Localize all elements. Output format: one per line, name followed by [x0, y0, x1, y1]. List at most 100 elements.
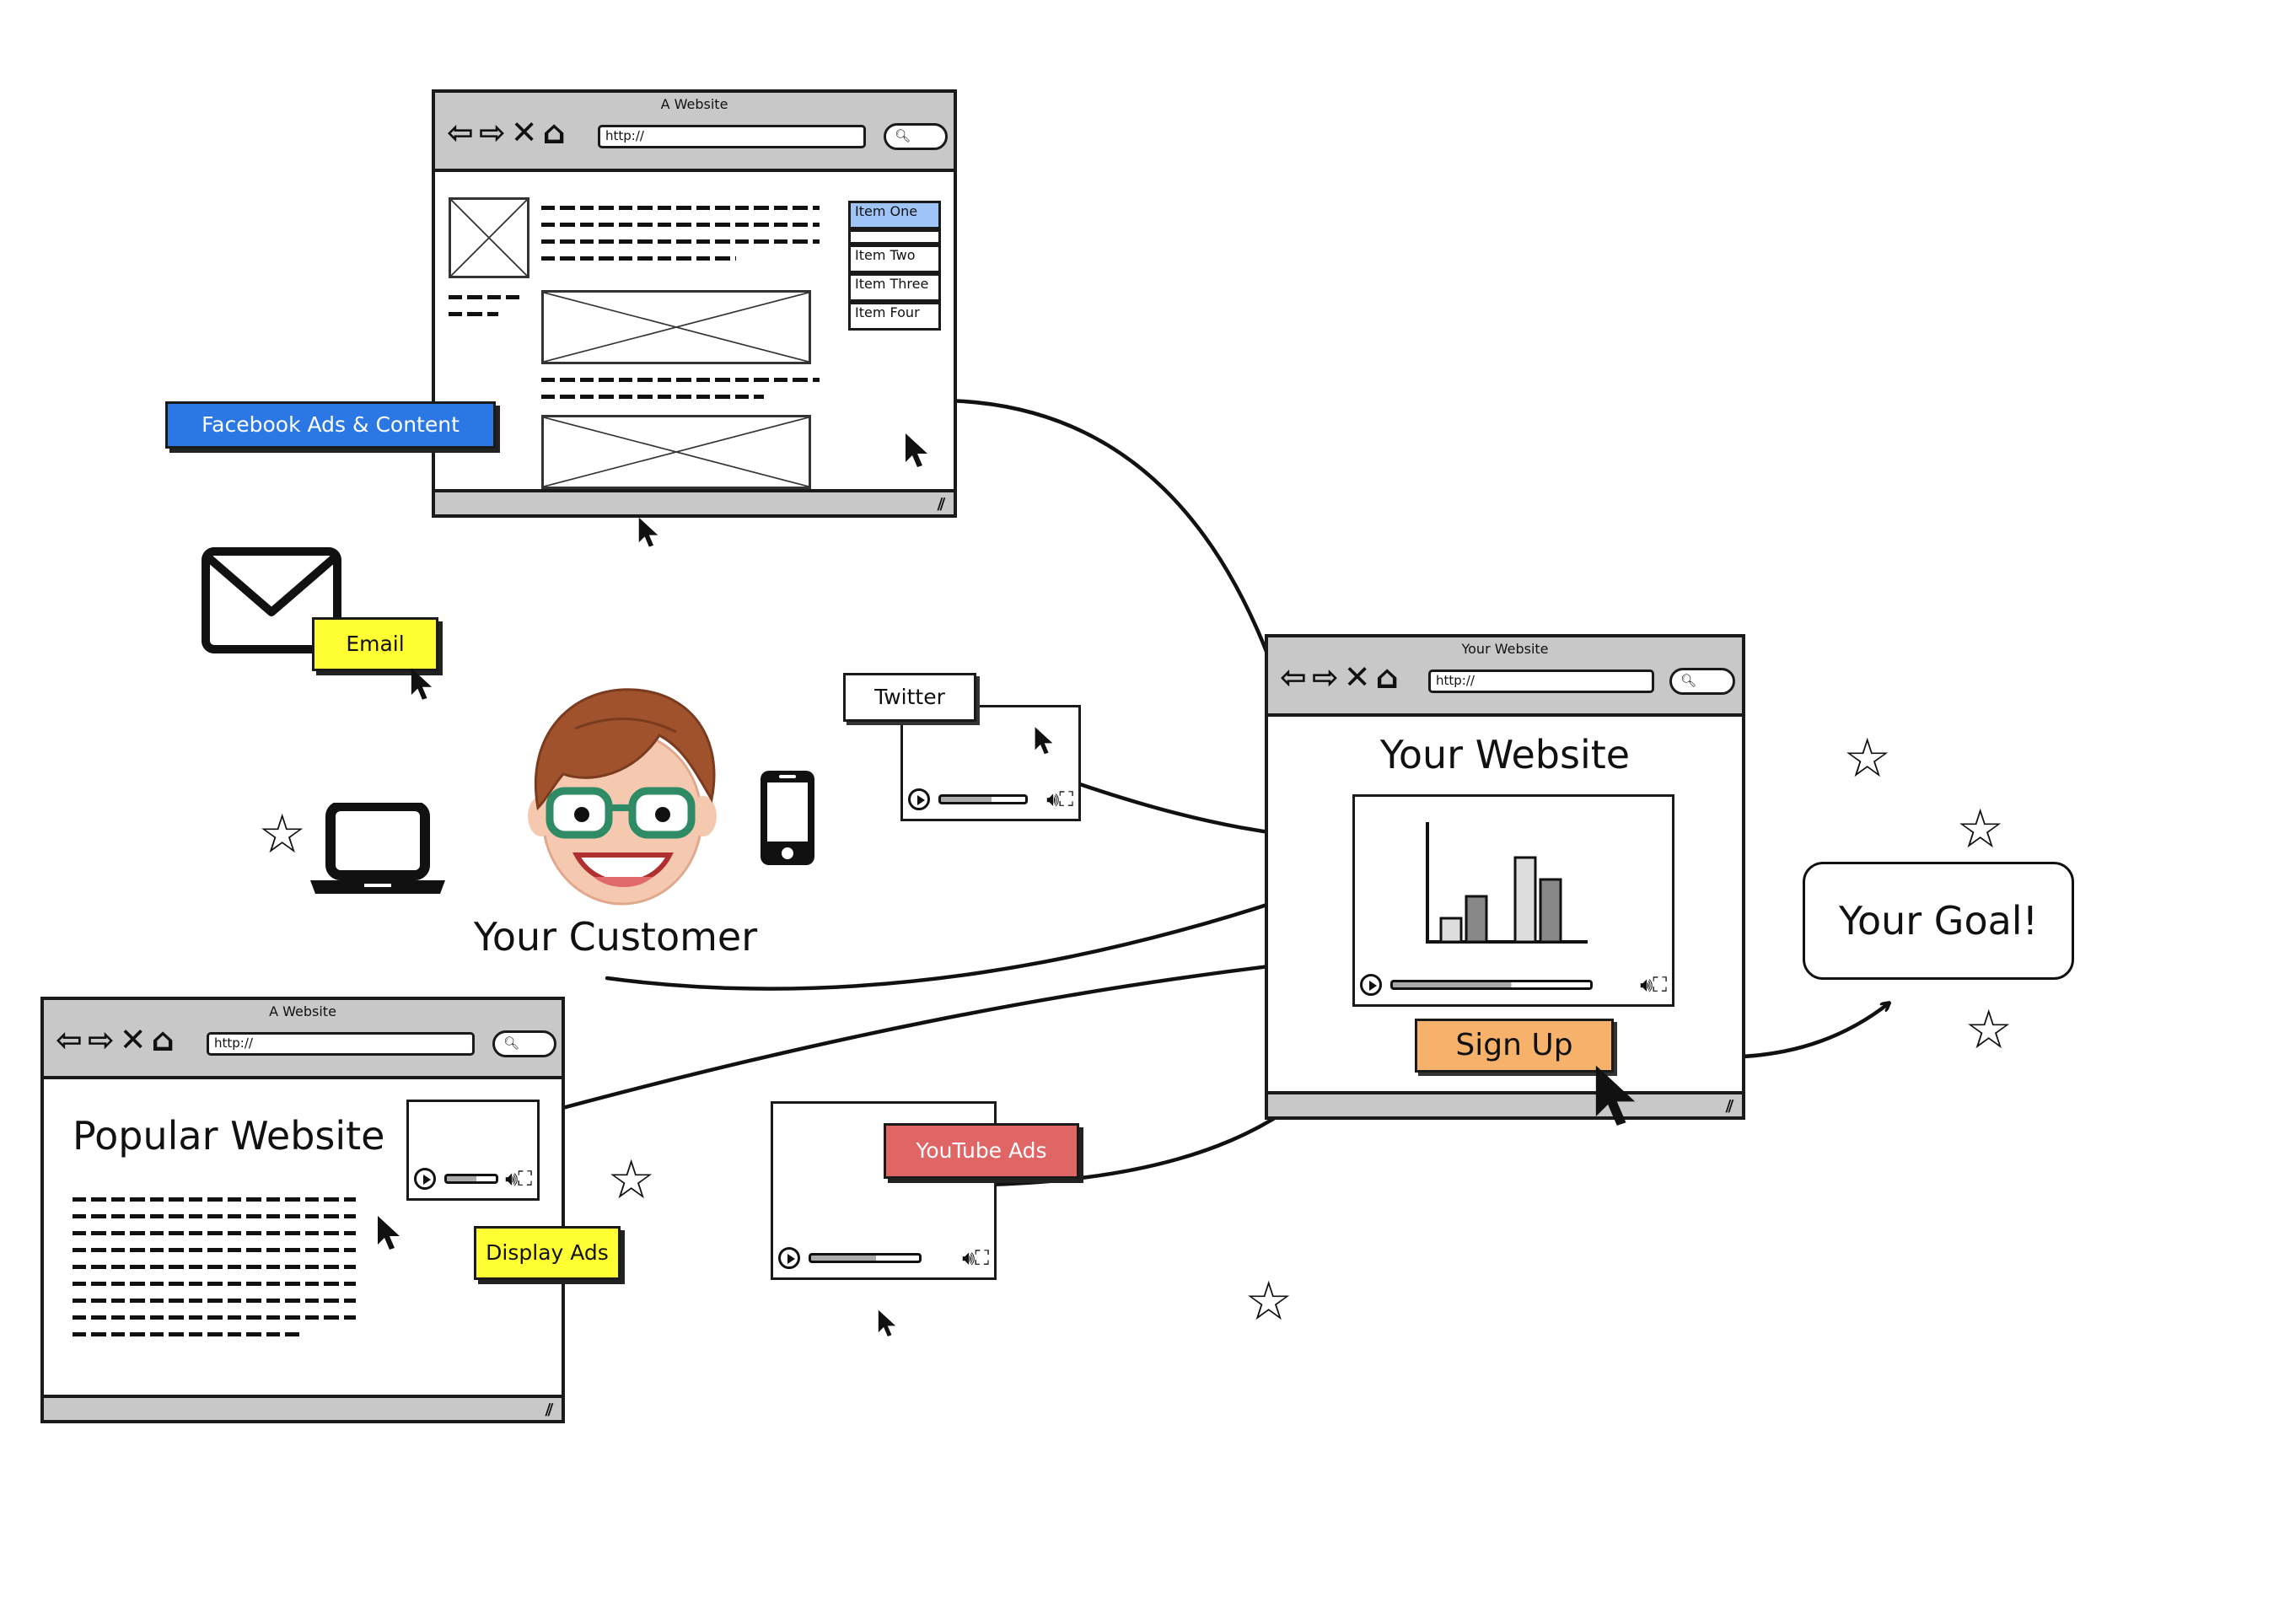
volume-icon: 🔊︎: [1046, 788, 1060, 811]
search-icon: 🔍︎: [895, 128, 911, 143]
list-item-blank[interactable]: [848, 229, 941, 245]
home-icon[interactable]: ⌂: [542, 114, 571, 151]
play-icon[interactable]: [908, 788, 930, 810]
twitter-video-card: 🔊︎⛶: [900, 705, 1081, 821]
goal-box: Your Goal!: [1803, 862, 2074, 980]
arrow-customer-to-site: [605, 881, 1336, 991]
nav-icons[interactable]: ⇦⇨✕⌂: [447, 116, 571, 148]
search-input[interactable]: 🔍︎: [1669, 668, 1735, 695]
image-placeholder: [541, 290, 811, 364]
email-label: Email: [312, 617, 438, 671]
window-title: Your Website: [1461, 641, 1549, 657]
status-bar: ⫽: [44, 1395, 562, 1420]
back-arrow-icon[interactable]: ⇦: [447, 114, 479, 151]
home-icon[interactable]: ⌂: [1375, 659, 1404, 696]
forward-arrow-icon[interactable]: ⇨: [1311, 659, 1344, 696]
display-ads-label: Display Ads: [474, 1226, 621, 1280]
fullscreen-icon: ⛶: [1059, 788, 1073, 811]
star-icon: ☆: [1244, 1271, 1293, 1333]
url-input[interactable]: http://: [1428, 669, 1654, 693]
volume-fullscreen-icons[interactable]: 🔊︎⛶: [1640, 972, 1667, 998]
your-website-window: Your Website ⇦⇨✕⌂ http:// 🔍︎ Your Websit…: [1265, 634, 1745, 1120]
page-heading: Your Website: [1379, 732, 1631, 777]
video-controls[interactable]: 🔊︎⛶: [778, 1245, 989, 1272]
url-input[interactable]: http://: [598, 125, 866, 148]
resize-grip-icon[interactable]: ⫽: [546, 1400, 553, 1420]
youtube-ads-label: YouTube Ads: [884, 1123, 1079, 1179]
search-input[interactable]: 🔍︎: [492, 1030, 556, 1057]
nav-icons[interactable]: ⇦⇨✕⌂: [1280, 661, 1404, 693]
popular-website-window: A Website ⇦⇨✕⌂ http:// 🔍︎ Popular Websit…: [40, 997, 565, 1423]
progress-track[interactable]: [809, 1253, 922, 1263]
video-controls[interactable]: 🔊︎⛶: [414, 1166, 532, 1193]
cursor-icon: [1595, 1065, 1636, 1126]
volume-fullscreen-icons[interactable]: 🔊︎⛶: [1046, 787, 1073, 812]
envelope-icon: [202, 547, 341, 653]
page-heading: Popular Website: [73, 1113, 385, 1159]
progress-track[interactable]: [444, 1174, 498, 1184]
status-bar: ⫽: [1268, 1091, 1742, 1116]
play-icon[interactable]: [414, 1168, 436, 1190]
nav-icons[interactable]: ⇦⇨✕⌂: [56, 1024, 180, 1056]
list-item[interactable]: Item Two: [848, 245, 941, 273]
bar-chart-icon: [1426, 822, 1588, 944]
close-icon[interactable]: ✕: [510, 114, 543, 151]
arrow-popular-to-site: [495, 959, 1336, 1128]
scribble-text: [73, 1197, 356, 1349]
url-input[interactable]: http://: [207, 1032, 475, 1056]
arrow-facebook-to-site: [925, 398, 1298, 750]
facebook-website-window: A Website ⇦⇨✕⌂ http:// 🔍︎ Item One Item …: [432, 89, 957, 518]
display-ad-video: 🔊︎⛶: [406, 1100, 540, 1201]
laptop-icon: [310, 803, 445, 894]
home-icon[interactable]: ⌂: [151, 1021, 180, 1058]
list-item-selected[interactable]: Item One: [848, 201, 941, 229]
volume-fullscreen-icons[interactable]: 🔊︎⛶: [962, 1245, 989, 1271]
volume-icon: 🔊︎: [505, 1167, 519, 1191]
back-arrow-icon[interactable]: ⇦: [1280, 659, 1312, 696]
video-controls[interactable]: 🔊︎⛶: [1360, 972, 1667, 999]
cursor-icon: [411, 668, 433, 700]
scribble-text: [541, 378, 820, 411]
play-icon[interactable]: [778, 1247, 800, 1269]
progress-track[interactable]: [938, 794, 1028, 804]
volume-icon: 🔊︎: [1640, 973, 1653, 997]
chart-video: 🔊︎⛶: [1352, 794, 1674, 1007]
scribble-caption: [449, 295, 519, 329]
volume-icon: 🔊︎: [962, 1246, 976, 1270]
search-input[interactable]: 🔍︎: [884, 123, 948, 150]
browser-toolbar: A Website ⇦⇨✕⌂ http:// 🔍︎: [44, 1000, 562, 1079]
image-placeholder: [541, 415, 811, 489]
cursor-icon: [378, 1216, 400, 1250]
search-icon: 🔍︎: [503, 1035, 520, 1051]
customer-label: Your Customer: [473, 914, 758, 960]
forward-arrow-icon[interactable]: ⇨: [87, 1021, 120, 1058]
search-icon: 🔍︎: [1680, 673, 1697, 688]
close-icon[interactable]: ✕: [119, 1021, 152, 1058]
facebook-ads-label: Facebook Ads & Content: [165, 401, 496, 449]
list-item[interactable]: Item Three: [848, 273, 941, 302]
scribble-text: [541, 206, 820, 273]
fullscreen-icon: ⛶: [975, 1246, 989, 1270]
video-controls[interactable]: 🔊︎⛶: [908, 787, 1073, 814]
close-icon[interactable]: ✕: [1343, 659, 1376, 696]
volume-fullscreen-icons[interactable]: 🔊︎⛶: [505, 1166, 532, 1191]
star-icon: ☆: [1956, 799, 2005, 861]
browser-toolbar: A Website ⇦⇨✕⌂ http:// 🔍︎: [435, 93, 954, 172]
resize-grip-icon[interactable]: ⫽: [938, 494, 945, 514]
phone-icon: [761, 771, 814, 865]
back-arrow-icon[interactable]: ⇦: [56, 1021, 88, 1058]
resize-grip-icon[interactable]: ⫽: [1726, 1096, 1733, 1116]
play-icon[interactable]: [1360, 974, 1382, 996]
window-title: A Website: [269, 1003, 336, 1019]
fullscreen-icon: ⛶: [518, 1167, 532, 1191]
star-icon: ☆: [1965, 999, 2013, 1062]
image-placeholder: [449, 197, 529, 278]
list-item[interactable]: Item Four: [848, 302, 941, 331]
forward-arrow-icon[interactable]: ⇨: [478, 114, 511, 151]
cursor-icon: [1035, 727, 1053, 755]
progress-track[interactable]: [1390, 980, 1593, 990]
signup-button[interactable]: Sign Up: [1415, 1019, 1614, 1073]
list-menu[interactable]: Item One Item Two Item Three Item Four: [848, 201, 941, 336]
cursor-icon: [878, 1309, 896, 1336]
star-icon: ☆: [258, 804, 307, 866]
